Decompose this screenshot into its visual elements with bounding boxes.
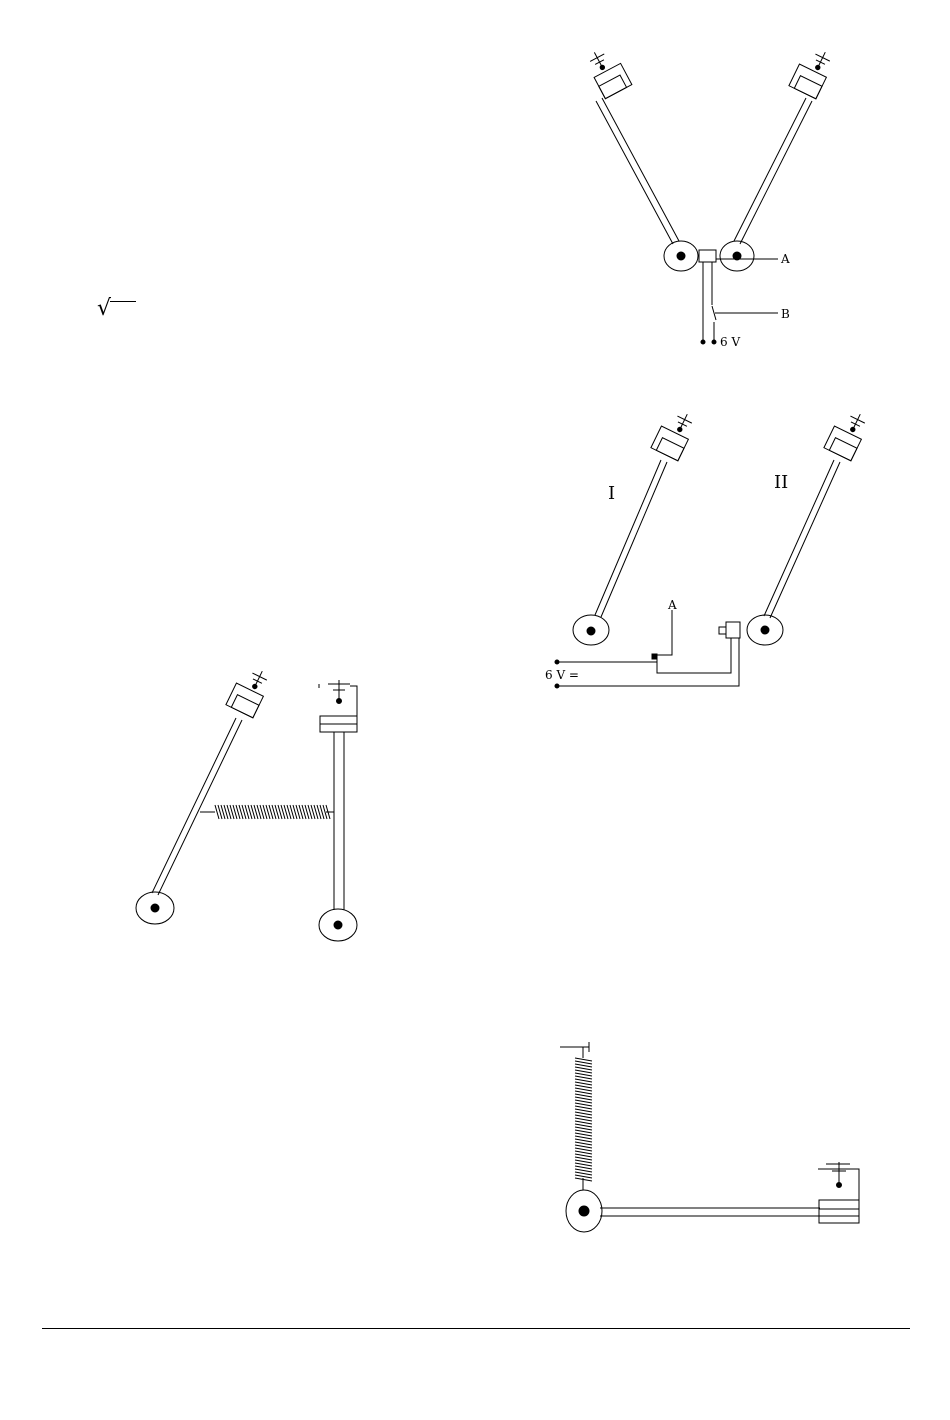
fig4-pivot: [818, 1162, 859, 1223]
fig4-bob-center: [579, 1206, 589, 1216]
footer-rule: [42, 1328, 910, 1329]
fig4-spring-mount: [560, 1042, 592, 1190]
